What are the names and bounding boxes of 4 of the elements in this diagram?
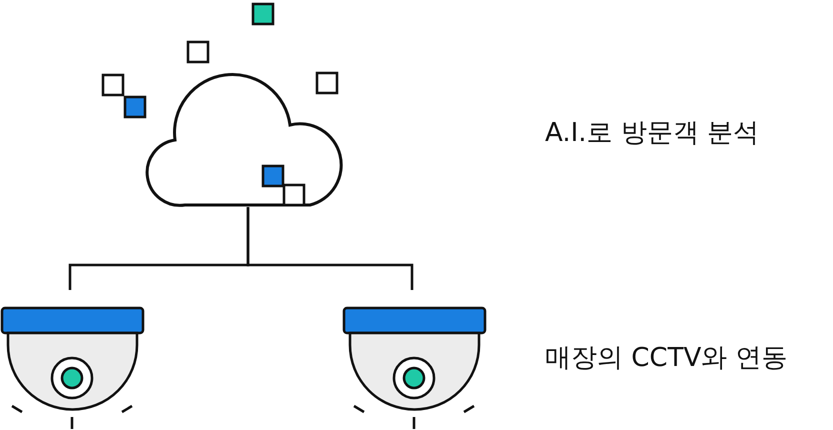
connector-line [246, 207, 414, 290]
caption-text: A.I.로 방문객 분석 [545, 117, 760, 150]
cloud-drawing [100, 0, 340, 207]
caption-text: 매장의 CCTV와 연동 [545, 342, 788, 375]
